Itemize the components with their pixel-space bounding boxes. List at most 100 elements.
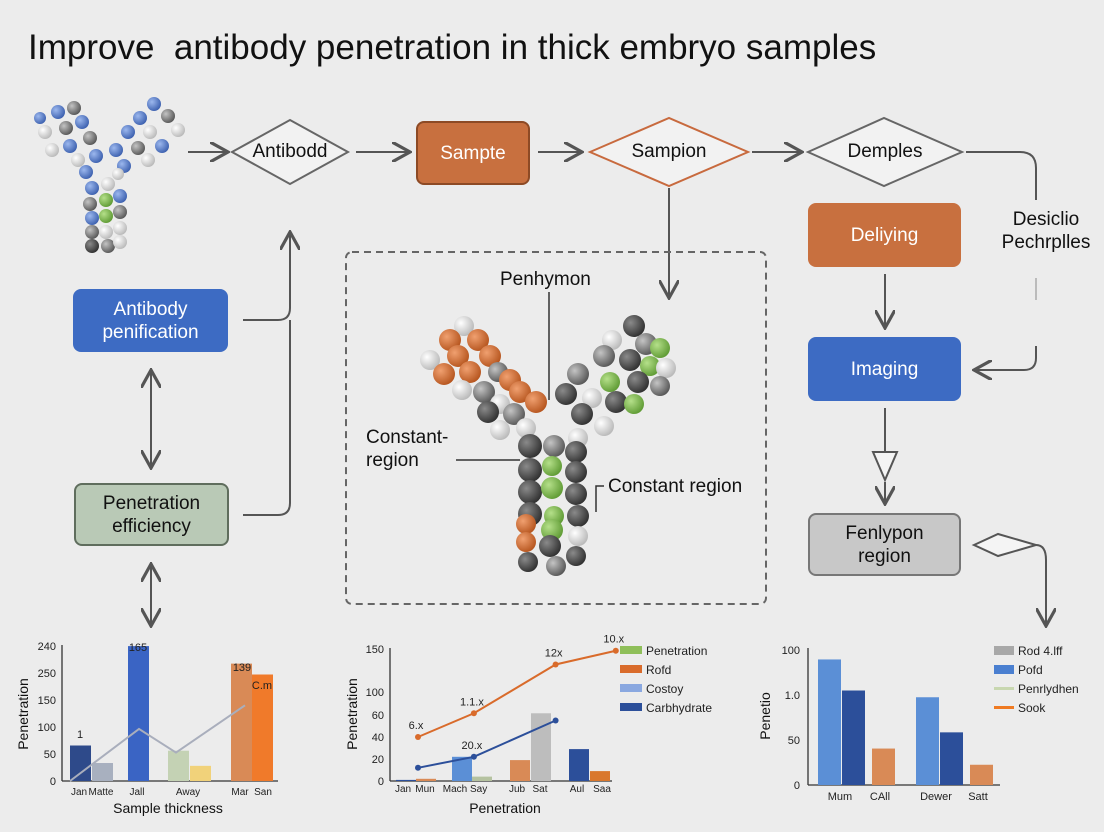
chart2-y-tick: 60 [372, 710, 384, 722]
chart1-bar [92, 763, 113, 781]
chart2-x-tick: Mun [415, 784, 434, 795]
chart2-legend-label: Rofd [646, 663, 671, 677]
side-label-line1: Desiclio [1012, 209, 1080, 230]
chart3-legend-label: Pofd [1018, 663, 1043, 677]
delying-box-label: Deliying [850, 224, 919, 246]
chart2-series-point [415, 734, 421, 740]
side-label: Desiclio Pechrplles [990, 208, 1102, 254]
diamond-demples-label: Demples [847, 141, 923, 162]
antibody-purification-line2: penification [102, 321, 199, 343]
chart2-legend-swatch [620, 646, 642, 654]
chart1-y-label: Penetration [15, 678, 31, 750]
chart3-x-tick: Satt [968, 791, 988, 803]
chart3-bar [818, 659, 841, 785]
chart3-x-tick: Dewer [920, 791, 952, 803]
chart3-y-tick: 0 [794, 780, 800, 792]
antibody-purification-box: Antibody penification [73, 289, 228, 352]
chart1-y-tick: 100 [38, 722, 56, 734]
chart1-bar [168, 750, 189, 781]
chart2-series-point [612, 647, 619, 654]
delying-box: Deliying [808, 203, 961, 267]
chart3-y-label: Penetio [757, 692, 773, 740]
fenlypon-region-line1: Fenlypon [845, 522, 924, 544]
chart3-legend-swatch [994, 706, 1014, 709]
chart2-bar [569, 749, 589, 781]
antibody-purification-line1: Antibody [113, 298, 188, 320]
chart1-data-label: 165 [129, 642, 147, 654]
diamond-antibody-shape [229, 118, 351, 186]
chart3-legend-label: Rod 4.lff [1018, 644, 1063, 658]
chart2-x-tick: Aul [570, 784, 584, 795]
chart1-x-tick: Matte [88, 787, 113, 798]
chart1-x-tick: San [254, 787, 272, 798]
chart3-x-tick: CAll [870, 791, 890, 803]
chart3-x-tick: Mum [828, 791, 852, 803]
chart1-bar [70, 745, 91, 781]
chart2-series-point [552, 661, 559, 668]
chart2-y-label: Penetration [344, 678, 360, 750]
chart1-line [69, 704, 246, 782]
chart2-series-point [552, 717, 559, 724]
chart2-y-tick: 0 [378, 776, 384, 788]
structure-label-top: Penhymon [500, 269, 591, 290]
fenlypon-region-box: Fenlypon region [808, 513, 961, 576]
chart2-x-label: Penetration [469, 800, 541, 816]
page-title: Improve antibody penetration in thick em… [28, 28, 877, 67]
chart2-bar [452, 756, 472, 781]
imaging-box: Imaging [808, 337, 961, 401]
chart2-data-label: 1.1.x [460, 696, 484, 708]
chart1-bar [252, 674, 273, 781]
structure-label-left-line1: Constant- [366, 427, 449, 448]
chart2-y-tick: 100 [366, 687, 384, 699]
chart2-legend-label: Carbhydrate [646, 701, 712, 715]
chart2-x-tick: Jan [395, 784, 411, 795]
diamond-antibody-label: Antibodd [252, 141, 328, 162]
sample-box: Sampte [416, 121, 530, 185]
chart3-legend-swatch [994, 646, 1014, 655]
chart2-series-point [415, 764, 421, 771]
structure-label-left: Constant- region [366, 426, 448, 472]
chart2-y-tick: 150 [366, 644, 384, 656]
side-label-line2: Pechrplles [1001, 232, 1091, 253]
diamond-sampion-label: Sampion [631, 141, 707, 162]
chart2-y-tick: 40 [372, 732, 384, 744]
chart2-legend-swatch [620, 703, 642, 711]
chart3-bar [842, 690, 865, 785]
chart1-x-tick: Mar [231, 787, 249, 798]
chart3-legend-swatch [994, 665, 1014, 674]
chart2-x-tick: Saa [593, 784, 611, 795]
penetration-efficiency-line1: Penetration [102, 492, 201, 514]
chart2-series-line [417, 649, 617, 738]
structure-label-right: Constant region [608, 476, 743, 497]
chart1-y-tick: 240 [38, 641, 56, 653]
chart2-series-point [470, 710, 477, 717]
chart1-x-tick: Jall [129, 787, 144, 798]
sample-box-label: Sampte [440, 142, 506, 164]
structure-label-left-line2: region [366, 450, 419, 471]
structure-panel [345, 251, 767, 605]
imaging-box-label: Imaging [850, 358, 919, 380]
chart2-x-tick: Mach Say [443, 784, 487, 795]
chart1-x-tick: Away [176, 787, 200, 798]
fenlypon-region-line2: region [858, 545, 911, 567]
chart3-y-tick: 100 [782, 645, 800, 657]
chart2-bar [396, 779, 416, 781]
penetration-efficiency-line2: efficiency [112, 515, 191, 537]
chart2-data-label: 12x [545, 647, 563, 659]
chart1-y-tick: 0 [50, 776, 56, 788]
chart3-y-tick: 1.0 [785, 690, 800, 702]
chart1-data-label: C.m [252, 680, 272, 692]
chart1-y-tick: 250 [38, 668, 56, 680]
chart2-data-label: 20.x [462, 740, 483, 752]
chart2-bar [416, 778, 436, 781]
chart2-bar [472, 776, 492, 781]
chart1-data-label: 139 [233, 662, 251, 674]
chart3-bar [916, 697, 939, 785]
chart1-x-label: Sample thickness [113, 800, 223, 816]
chart1-bar [128, 646, 149, 781]
chart1-bar [231, 663, 252, 781]
